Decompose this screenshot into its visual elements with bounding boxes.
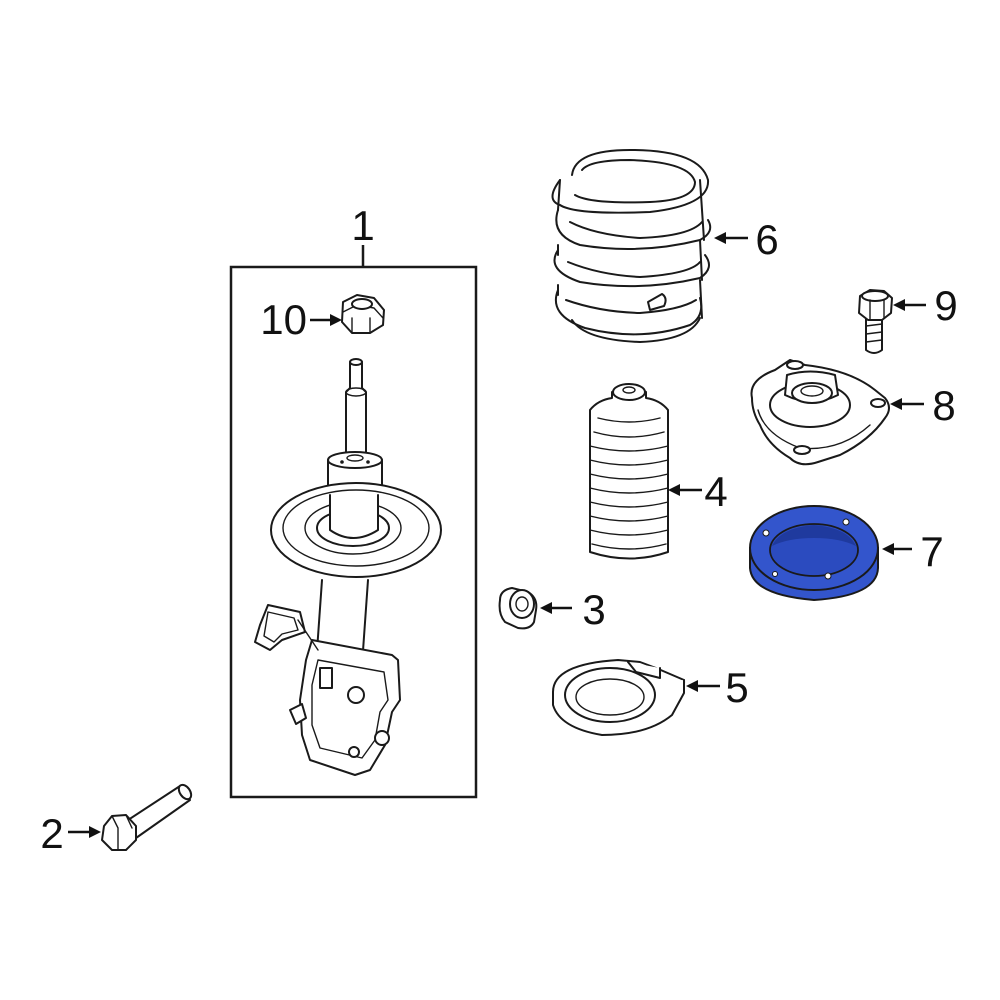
part-7-group[interactable]: 7 bbox=[749, 505, 944, 602]
callout-3-label: 3 bbox=[582, 586, 605, 633]
strut-assembly-frame bbox=[229, 265, 478, 799]
spring-seat-icon bbox=[552, 659, 686, 736]
callout-4-label: 4 bbox=[704, 468, 727, 515]
callout-10-arrowhead bbox=[330, 314, 342, 326]
callout-6-label: 6 bbox=[755, 216, 778, 263]
part-3-group[interactable]: 3 bbox=[498, 586, 606, 633]
mount-bolt-icon bbox=[858, 289, 893, 354]
part-9-group[interactable]: 9 bbox=[858, 282, 958, 354]
strut-nut-icon bbox=[341, 294, 385, 334]
callout-7-label: 7 bbox=[920, 528, 943, 575]
coil-spring-icon bbox=[551, 149, 712, 343]
callout-10-label: 10 bbox=[260, 296, 307, 343]
callout-9-label: 9 bbox=[934, 282, 957, 329]
callout-2-arrowhead bbox=[89, 826, 101, 838]
strut-mount-icon bbox=[750, 359, 890, 466]
callout-4-arrowhead bbox=[668, 484, 680, 496]
strut-assembly-icon bbox=[254, 358, 442, 776]
callout-7-arrowhead bbox=[882, 543, 894, 555]
callout-6-arrowhead bbox=[714, 232, 726, 244]
callout-8-arrowhead bbox=[890, 398, 902, 410]
part-4-group[interactable]: 4 bbox=[589, 383, 728, 560]
callout-5-arrowhead bbox=[686, 680, 698, 692]
callout-8-label: 8 bbox=[932, 382, 955, 429]
spring-insulator-icon bbox=[749, 505, 879, 602]
bolt-icon bbox=[101, 783, 193, 851]
nut-icon bbox=[498, 587, 538, 630]
dust-boot-icon bbox=[589, 383, 669, 560]
part-6-group[interactable]: 6 bbox=[551, 149, 779, 343]
callout-3-arrowhead bbox=[540, 602, 552, 614]
part-10-group[interactable]: 10 bbox=[260, 294, 385, 343]
part-5-group[interactable]: 5 bbox=[552, 659, 749, 736]
callout-2-label: 2 bbox=[40, 810, 63, 857]
part-8-group[interactable]: 8 bbox=[750, 359, 956, 466]
callout-1-label: 1 bbox=[351, 202, 374, 249]
callout-9-arrowhead bbox=[893, 299, 905, 311]
part-2-group[interactable]: 2 bbox=[40, 783, 193, 857]
insulator-bore-shadow bbox=[772, 525, 856, 546]
callout-5-label: 5 bbox=[725, 664, 748, 711]
strut-assembly-group[interactable]: 1 bbox=[229, 202, 478, 799]
